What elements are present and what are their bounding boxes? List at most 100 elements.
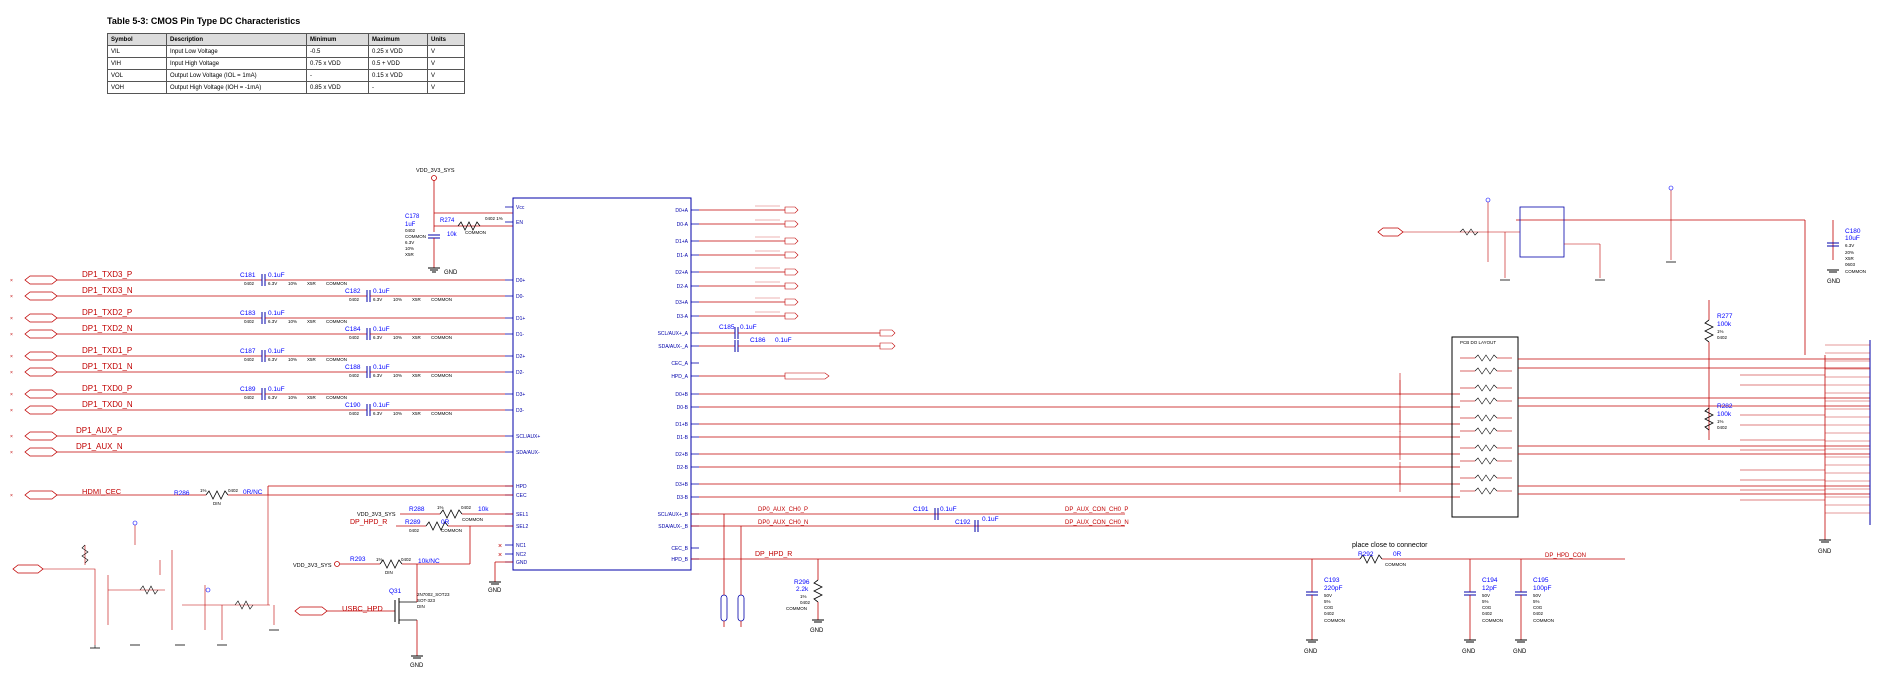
r289-resistor bbox=[425, 521, 449, 531]
usbc-hpd-port bbox=[294, 606, 328, 616]
regulator-sketch bbox=[1377, 185, 1676, 281]
cap-spec: C0G bbox=[1324, 605, 1334, 610]
dp-aux-con-p-label: DP_AUX_CON_CH0_P bbox=[1065, 507, 1128, 513]
r277-val: 100k bbox=[1717, 321, 1732, 328]
ic-pin-label: CEC bbox=[516, 493, 527, 499]
cap-ref: C187 bbox=[240, 348, 256, 355]
bottom-caps: GNDC193220pF50V5%C0G0402COMMONGNDC19412p… bbox=[1304, 559, 1554, 655]
r286-spec: 1% bbox=[200, 488, 207, 493]
gnd-label: GND bbox=[1827, 279, 1841, 285]
cap-spec: 6.3V bbox=[268, 281, 277, 286]
c178-ref: C178 bbox=[405, 214, 420, 220]
series-resistor bbox=[1474, 367, 1498, 375]
net-port bbox=[879, 329, 896, 337]
usbc-hpd-label: USBC_HPD bbox=[342, 604, 383, 613]
ic-pin-label: D0+B bbox=[675, 392, 688, 398]
series-resistor bbox=[1474, 414, 1498, 422]
pcb-box-label: PCB DO LAYOUT bbox=[1460, 340, 1496, 345]
gnd-label: GND bbox=[410, 663, 424, 669]
cap-spec: 0402 bbox=[349, 373, 360, 378]
port-mark: × bbox=[10, 434, 13, 440]
cap-spec: COMMON bbox=[431, 335, 452, 340]
r274-resistor bbox=[457, 221, 481, 231]
c178-v: 6.3V bbox=[405, 240, 414, 245]
hpd-b-section: DP_HPD_R place close to connector R292 0… bbox=[691, 514, 1625, 634]
cap-spec: COMMON bbox=[326, 357, 347, 362]
cap-spec: COMMON bbox=[431, 411, 452, 416]
cap-spec: COMMON bbox=[431, 297, 452, 302]
net-port bbox=[784, 372, 830, 380]
pcb-layout-box: PCB DO LAYOUT bbox=[1451, 336, 1870, 518]
esd-device bbox=[737, 594, 745, 622]
net-port bbox=[24, 447, 58, 457]
series-resistor bbox=[1474, 487, 1498, 495]
c186-ref: C186 bbox=[750, 337, 766, 344]
cap-spec: C0G bbox=[1482, 605, 1492, 610]
net-port bbox=[784, 282, 799, 290]
c180-common: COMMON bbox=[1845, 269, 1866, 274]
cap-spec: 10% bbox=[288, 281, 297, 286]
r277-pkg: 0402 bbox=[1717, 335, 1728, 340]
hdmi-cec-net: × HDMI_CEC R286 1% 0402 0R/NC DIN bbox=[10, 485, 513, 506]
port-mark: × bbox=[10, 493, 13, 499]
c178-pkg: 0402 bbox=[405, 228, 416, 233]
cap-spec: 6.3V bbox=[268, 319, 277, 324]
ic-pin-label: D0-B bbox=[677, 405, 689, 411]
c180-ref: C180 bbox=[1845, 228, 1861, 235]
ic-pin-label: D3-A bbox=[677, 314, 689, 320]
ic-pin-label: D1+A bbox=[675, 239, 688, 245]
supply-symbol bbox=[431, 175, 437, 181]
cap-spec: 0402 bbox=[1533, 611, 1544, 616]
ic-right-pins-b: D0+BD0-BD1+BD1-BD2+BD2-BD3+BD3-BSCL/AUX+… bbox=[658, 392, 699, 563]
cap-spec: 6.3V bbox=[373, 335, 382, 340]
ic-pin-label: D2-A bbox=[677, 284, 689, 290]
dp-hpd-b-label: DP_HPD_R bbox=[755, 551, 792, 558]
r282-val: 100k bbox=[1717, 411, 1732, 418]
col-symbol: Symbol bbox=[107, 33, 167, 46]
net-port bbox=[24, 291, 58, 301]
net-port bbox=[24, 389, 58, 399]
net-port bbox=[24, 275, 58, 285]
dp-hpd-con-label: DP_HPD_CON bbox=[1545, 553, 1586, 559]
cap-ref: C189 bbox=[240, 386, 256, 393]
level-shifter-sketch bbox=[12, 495, 279, 649]
cap-spec: COMMON bbox=[1482, 618, 1503, 623]
r277-tol: 1% bbox=[1717, 329, 1724, 334]
net-port bbox=[24, 351, 58, 361]
net-port bbox=[24, 405, 58, 415]
nc-mark: × bbox=[498, 552, 502, 559]
cap-val: 0.1uF bbox=[373, 364, 390, 371]
nc-mark: × bbox=[498, 543, 502, 550]
r296-common: COMMON bbox=[786, 606, 807, 611]
r292-common: COMMON bbox=[1385, 562, 1406, 567]
cap-spec: 5% bbox=[1324, 599, 1331, 604]
r282-pkg: 0402 bbox=[1717, 425, 1728, 430]
cap-spec: 0402 bbox=[349, 411, 360, 416]
cap-spec: 10% bbox=[393, 335, 402, 340]
cap-val: 12pF bbox=[1482, 585, 1497, 592]
ic-right-pins-a: D0+AD0-AD1+AD1-AD2+AD2-AD3+AD3-ASCL/AUX+… bbox=[658, 208, 699, 380]
cap-val: 0.1uF bbox=[268, 348, 285, 355]
net-label: DP1_TXD0_N bbox=[82, 400, 133, 409]
ic-pin-label: D3+B bbox=[675, 482, 688, 488]
port-mark: × bbox=[10, 370, 13, 376]
ic-pin-label: CEC_B bbox=[671, 546, 688, 552]
r288-common: COMMON bbox=[462, 517, 483, 522]
r282-tol: 1% bbox=[1717, 419, 1724, 424]
connector-rows bbox=[1740, 344, 1870, 514]
ic-pin-label: D3- bbox=[516, 408, 524, 414]
c180-v: 6.3V bbox=[1845, 243, 1854, 248]
net-label: DP1_TXD3_N bbox=[82, 286, 133, 295]
cap-spec: COMMON bbox=[326, 319, 347, 324]
ic-pin-label: D2+ bbox=[516, 354, 525, 360]
esd-device bbox=[720, 594, 728, 622]
net-label: DP1_TXD0_P bbox=[82, 384, 132, 393]
net-port bbox=[24, 313, 58, 323]
regulator-body bbox=[1519, 206, 1565, 258]
cap-spec: 6.3V bbox=[373, 297, 382, 302]
net-port bbox=[784, 251, 799, 259]
r296-tol: 1% bbox=[800, 594, 807, 599]
